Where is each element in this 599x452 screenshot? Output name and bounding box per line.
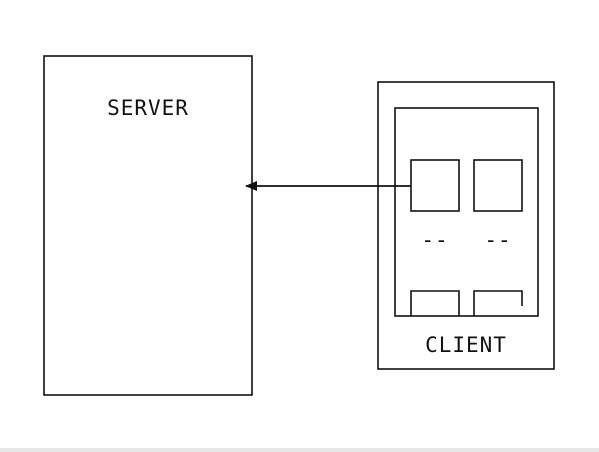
server-node: SERVER [43, 55, 253, 396]
client-placeholder-right: -- [484, 228, 511, 252]
client-widget-top-left [410, 159, 460, 212]
client-placeholder-left: -- [421, 228, 448, 252]
server-label: SERVER [107, 96, 189, 120]
client-widget-bottom-right [473, 290, 523, 316]
client-outer-frame [377, 81, 555, 370]
client-widget-bottom-left [410, 290, 460, 316]
client-label: CLIENT [425, 333, 507, 357]
server-box [43, 55, 253, 396]
client-screen [394, 107, 539, 317]
client-node: -- -- CLIENT [377, 81, 555, 370]
bottom-divider [0, 448, 599, 452]
client-widget-top-right [473, 159, 523, 212]
